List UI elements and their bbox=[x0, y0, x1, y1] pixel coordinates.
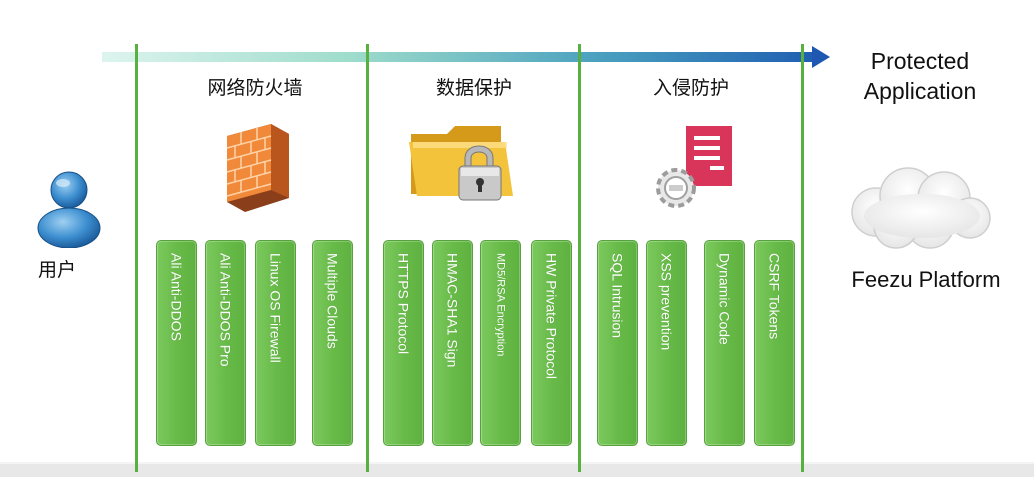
feature-card-hw-private-protocol: HW Private Protocol bbox=[531, 240, 572, 446]
category-title-firewall: 网络防火墙 bbox=[207, 77, 303, 99]
feature-card-linux-os-firewall: Linux OS Firewall bbox=[255, 240, 296, 446]
feature-card-hmac-sha1-sign: HMAC-SHA1 Sign bbox=[432, 240, 473, 446]
feature-card-label: Ali Anti-DDOS bbox=[168, 253, 185, 341]
feature-card-label: HMAC-SHA1 Sign bbox=[444, 253, 461, 368]
user-icon bbox=[37, 171, 101, 248]
flow-arrow-shaft bbox=[102, 52, 814, 62]
feature-card-label: XSS prevention bbox=[658, 253, 675, 351]
feature-card-dynamic-code: Dynamic Code bbox=[704, 240, 745, 446]
locked-folder-icon bbox=[409, 126, 513, 201]
category-title-intrusion-protection: 入侵防护 bbox=[652, 77, 729, 99]
separator-line bbox=[578, 44, 581, 472]
platform-label: Feezu Platform bbox=[851, 267, 1001, 292]
category-title-data-protection: 数据保护 bbox=[435, 77, 512, 99]
feature-card-label: SQL Intrusion bbox=[609, 253, 626, 339]
cloud-icon bbox=[851, 167, 991, 249]
feature-card-https-protocol: HTTPS Protocol bbox=[383, 240, 424, 446]
feature-card-label: CSRF Tokens bbox=[766, 253, 783, 340]
protected-application-line1: Protected bbox=[870, 48, 970, 74]
feature-card-sql-intrusion: SQL Intrusion bbox=[597, 240, 638, 446]
feature-card-ali-anti-ddos-pro: Ali Anti-DDOS Pro bbox=[205, 240, 246, 446]
document-gear-icon bbox=[656, 126, 732, 208]
bottom-strip-highlight bbox=[0, 462, 1034, 464]
feature-card-multiple-clouds: Multiple Clouds bbox=[312, 240, 353, 446]
separator-line bbox=[366, 44, 369, 472]
flow-arrow-head bbox=[812, 46, 830, 68]
feature-card-md5-rsa-encryption: MD5/RSA Encryption bbox=[480, 240, 521, 446]
protected-application-line2: Application bbox=[863, 78, 977, 104]
separator-line bbox=[801, 44, 804, 472]
feature-card-label: Multiple Clouds bbox=[324, 253, 341, 349]
user-label: 用户 bbox=[38, 259, 77, 281]
feature-card-csrf-tokens: CSRF Tokens bbox=[754, 240, 795, 446]
feature-card-label: HTTPS Protocol bbox=[395, 253, 412, 355]
feature-card-ali-anti-ddos: Ali Anti-DDOS bbox=[156, 240, 197, 446]
firewall-icon bbox=[226, 124, 289, 212]
feature-card-label: HW Private Protocol bbox=[543, 253, 560, 380]
protected-application-title: Protected Application bbox=[845, 46, 995, 106]
feature-card-label: Dynamic Code bbox=[716, 253, 733, 345]
feature-card-label: Ali Anti-DDOS Pro bbox=[217, 253, 234, 367]
separator-line bbox=[135, 44, 138, 472]
feature-card-xss-prevention: XSS prevention bbox=[646, 240, 687, 446]
feature-card-label: Linux OS Firewall bbox=[267, 253, 284, 363]
bottom-strip bbox=[0, 462, 1034, 477]
feature-card-label: MD5/RSA Encryption bbox=[494, 253, 507, 357]
